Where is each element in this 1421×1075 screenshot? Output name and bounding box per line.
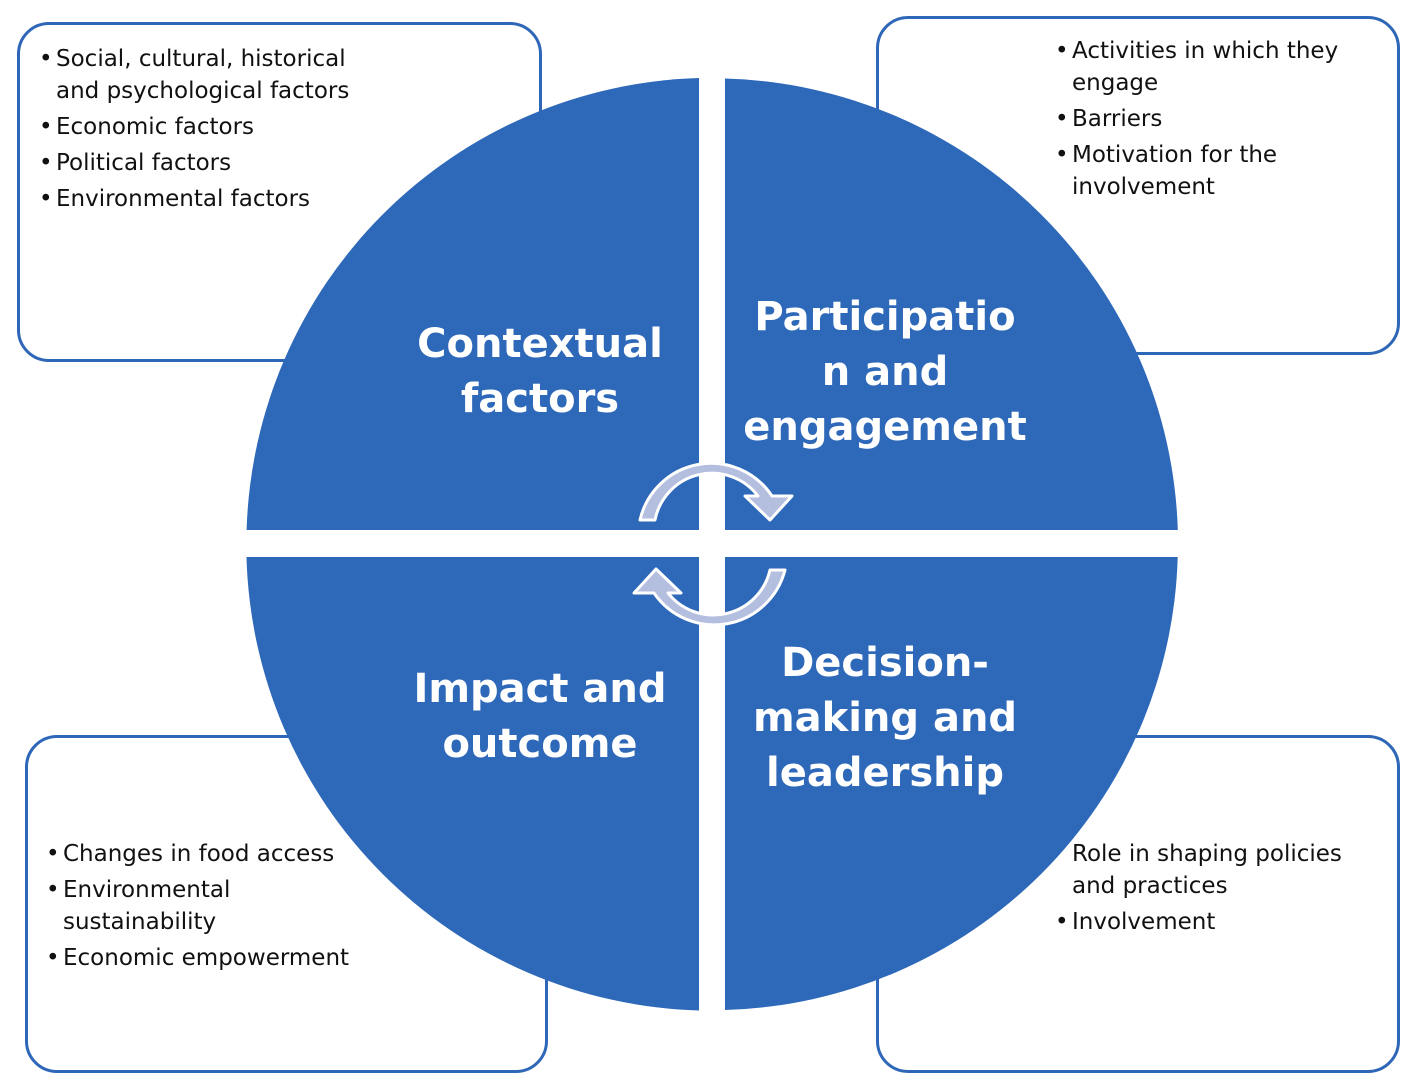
list-item: Economic empowerment [46,942,386,974]
list-item: Activities in which they engage [1055,35,1375,99]
list-impact-outcome: Changes in food access Environmental sus… [46,838,386,978]
quadrant-title-impact-outcome: Impact and outcome [380,662,700,772]
title-line: Contextual [417,321,663,367]
list-item: Role in shaping policies and practices [1072,841,1342,899]
title-line: Impact and [413,666,667,712]
list-item: Motivation for the involvement [1055,139,1375,203]
title-line: Decision- [781,640,989,686]
title-line: engagement [743,404,1027,450]
title-line: n and [821,349,949,395]
list-item: Changes in food access [46,838,386,870]
list-item: Economic factors [39,111,379,143]
list-item: Involvement [1055,906,1375,938]
title-line: leadership [766,750,1004,796]
list-item: Environmental sustainability [46,874,386,938]
list-item: Environmental factors [39,183,379,215]
title-line: making and [752,695,1018,741]
cycle-arrow-icon [632,461,794,627]
quadrant-title-decision-making-leadership: Decision- making and leadership [735,636,1035,801]
title-line: Participatio [754,294,1016,340]
list-contextual-factors: Social, cultural, historical and psychol… [39,43,379,219]
list-item: Social, cultural, historical and psychol… [39,43,379,107]
quadrant-participation-engagement [725,78,1178,530]
quadrant-contextual-factors [246,78,699,530]
list-item: Political factors [39,147,379,179]
quadrant-title-participation-engagement: Participatio n and engagement [735,290,1035,455]
list-participation-engagement: Activities in which they engage Barriers… [1055,35,1375,207]
list-item: Barriers [1055,103,1375,135]
quadrant-impact-outcome [246,557,699,1011]
quadrant-decision-making-leadership [725,557,1178,1010]
title-line: outcome [442,721,638,767]
quadrant-title-contextual-factors: Contextual factors [380,317,700,427]
list-decision-making-leadership: Role in shaping policies and practices I… [1055,838,1375,942]
title-line: factors [460,376,620,422]
